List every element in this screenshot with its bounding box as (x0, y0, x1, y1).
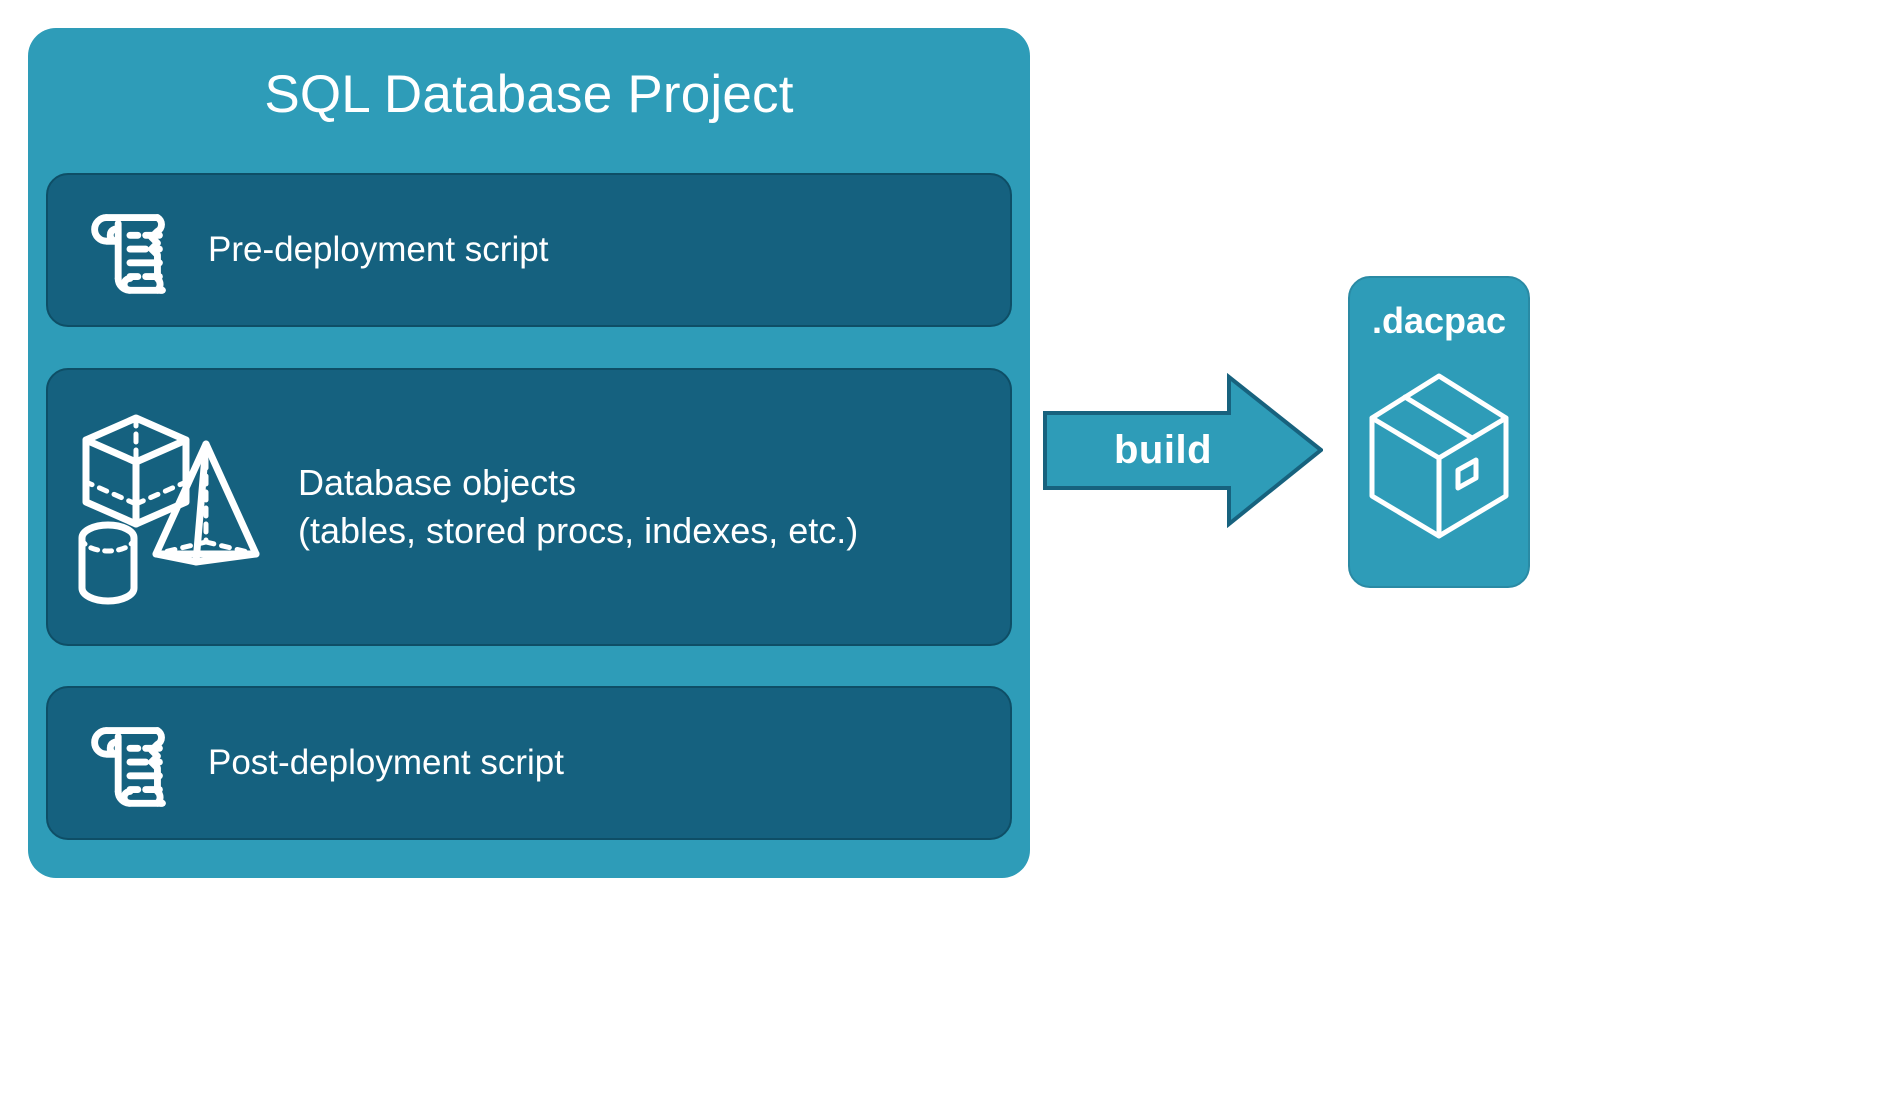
package-box-icon (1369, 373, 1509, 539)
shapes-3d-icon (48, 392, 298, 622)
arrow-right-icon (1043, 373, 1323, 528)
dacpac-output-panel[interactable]: .dacpac (1348, 276, 1530, 588)
cylinder-icon (78, 521, 138, 605)
card-database-objects[interactable]: Database objects (tables, stored procs, … (46, 368, 1012, 646)
page-title: SQL Database Project (264, 65, 794, 124)
scroll-icon (48, 196, 208, 304)
sql-database-project-container: SQL Database Project (28, 28, 1030, 878)
card-post-deployment-script[interactable]: Post-deployment script (46, 686, 1012, 840)
card-label-database-objects: Database objects (tables, stored procs, … (298, 461, 859, 551)
card-label-post-deployment: Post-deployment script (208, 742, 564, 782)
scroll-icon (48, 709, 208, 817)
dacpac-title: .dacpac (1371, 300, 1507, 341)
card-pre-deployment-script[interactable]: Pre-deployment script (46, 173, 1012, 327)
card-label-pre-deployment: Pre-deployment script (208, 229, 549, 269)
cube-icon (82, 414, 190, 528)
pyramid-icon (152, 440, 260, 566)
